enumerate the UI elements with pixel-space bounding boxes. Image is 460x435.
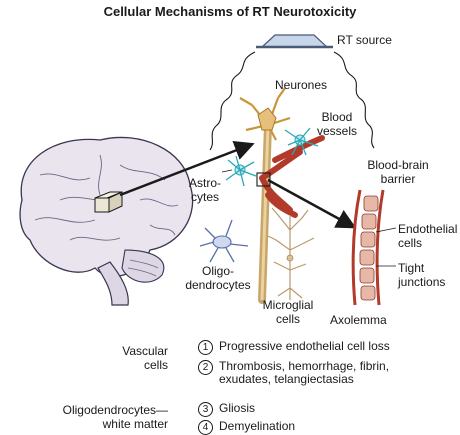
figure-title: Cellular Mechanisms of RT Neurotoxicity xyxy=(103,4,357,19)
astrocyte-left xyxy=(225,155,257,187)
label-tight-junctions: Tight junctions xyxy=(398,261,446,289)
label-blood-vessels: Blood vessels xyxy=(316,110,357,138)
legend-item-1: 1 Progressive endothelial cell loss xyxy=(198,340,390,355)
neuron-cell xyxy=(239,87,291,141)
astrocyte-top xyxy=(284,127,319,156)
legend-group-vascular-label: Vascular cells xyxy=(122,344,168,372)
rt-source-device xyxy=(256,34,333,49)
label-axolemma: Axolemma xyxy=(330,313,387,327)
oligodendrocyte xyxy=(199,219,249,263)
legend-item-4: 4 Demyelination xyxy=(198,420,295,435)
sample-cube-icon xyxy=(94,191,123,213)
legend-number-1: 1 xyxy=(198,340,213,355)
label-astrocytes: Astro- cytes xyxy=(188,176,221,204)
radiation-field-left xyxy=(209,51,256,151)
label-blood-brain-barrier: Blood-brain barrier xyxy=(367,158,429,186)
zoom-region-box xyxy=(256,172,271,187)
axon xyxy=(258,121,272,304)
legend-text-2: Thrombosis, hemorrhage, fibrin, exudates… xyxy=(219,359,390,386)
legend-number-4: 4 xyxy=(198,420,213,435)
label-neurones: Neurones xyxy=(275,78,328,92)
blood-vessel xyxy=(259,135,325,218)
brain-illustration xyxy=(19,136,194,306)
legend-group-oligodendrocytes-label: Oligodendrocytes— white matter xyxy=(62,403,168,431)
legend-text-1: Progressive endothelial cell loss xyxy=(219,339,390,353)
zoom-arrow-barrier xyxy=(267,178,357,229)
legend-text-4: Demyelination xyxy=(219,419,296,433)
legend-number-3: 3 xyxy=(198,402,213,417)
zoom-arrow-neuron xyxy=(119,141,255,197)
label-microglial-cells: Microglial cells xyxy=(262,298,314,326)
legend-number-2: 2 xyxy=(198,360,213,375)
legend-text-3: Gliosis xyxy=(219,401,256,415)
leader-endothelial xyxy=(375,227,397,233)
label-oligodendrocytes: Oligo- dendrocytes xyxy=(185,264,251,292)
label-rt-source: RT source xyxy=(337,33,392,47)
label-endothelial-cells: Endothelial cells xyxy=(398,222,458,250)
legend-item-2: 2 Thrombosis, hemorrhage, fibrin, exudat… xyxy=(198,360,389,386)
blood-brain-barrier-vessel xyxy=(351,189,385,306)
microglial-cell xyxy=(267,207,315,300)
leader-astrocytes xyxy=(221,169,233,173)
legend-item-3: 3 Gliosis xyxy=(198,402,255,417)
radiation-field-right xyxy=(333,51,375,149)
